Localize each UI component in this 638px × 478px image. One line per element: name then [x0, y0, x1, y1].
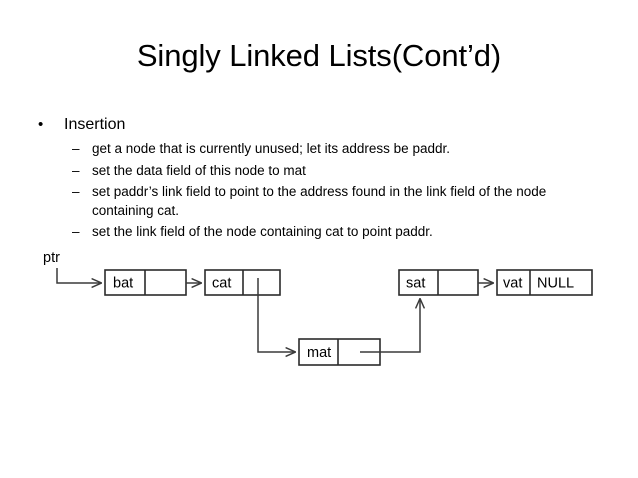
- sub-bullet-item-2: – set the data field of this node to mat: [0, 162, 638, 181]
- bullet-text: Insertion: [64, 116, 126, 133]
- sub-bullet-text: get a node that is currently unused; let…: [92, 141, 450, 156]
- ptr-to-bat-connector: [56, 268, 101, 283]
- page-title: Singly Linked Lists(Cont’d): [136, 38, 502, 73]
- cat-to-mat-connector: [257, 278, 295, 352]
- node-bat: bat: [104, 269, 187, 296]
- dash-marker: –: [72, 184, 80, 199]
- node-vat-data: vat: [503, 275, 522, 291]
- dash-marker: –: [72, 224, 80, 239]
- node-bat-data: bat: [113, 275, 133, 291]
- dash-marker: –: [72, 162, 80, 178]
- node-cat-data: cat: [212, 275, 231, 291]
- bullet-marker: •: [38, 116, 44, 133]
- sub-bullet-item-4: – set the link field of the node contain…: [0, 223, 638, 242]
- dash-marker: –: [72, 141, 80, 156]
- node-vat: vat NULL: [496, 269, 593, 296]
- sub-bullet-item-1: – get a node that is currently unused; l…: [0, 140, 638, 159]
- node-cat: cat: [204, 269, 281, 296]
- sub-bullet-text: set the link field of the node containin…: [92, 224, 433, 239]
- node-sat: sat: [398, 269, 479, 296]
- node-sat-data: sat: [406, 275, 425, 291]
- mat-to-sat-connector: [360, 299, 420, 353]
- sub-bullet-text: set the data field of this node to mat: [92, 162, 306, 178]
- node-mat-data: mat: [307, 345, 331, 361]
- bullet-list: • Insertion – get a node that is current…: [0, 114, 638, 245]
- node-vat-link: NULL: [537, 275, 574, 291]
- sub-bullet-text: set paddr’s link field to point to the a…: [92, 184, 547, 218]
- linked-list-diagram: ptr bat cat mat: [0, 236, 638, 386]
- pointer-label: ptr: [43, 250, 60, 266]
- bullet-item-insertion: • Insertion: [0, 114, 638, 135]
- sub-bullet-item-3: – set paddr’s link field to point to the…: [0, 183, 638, 220]
